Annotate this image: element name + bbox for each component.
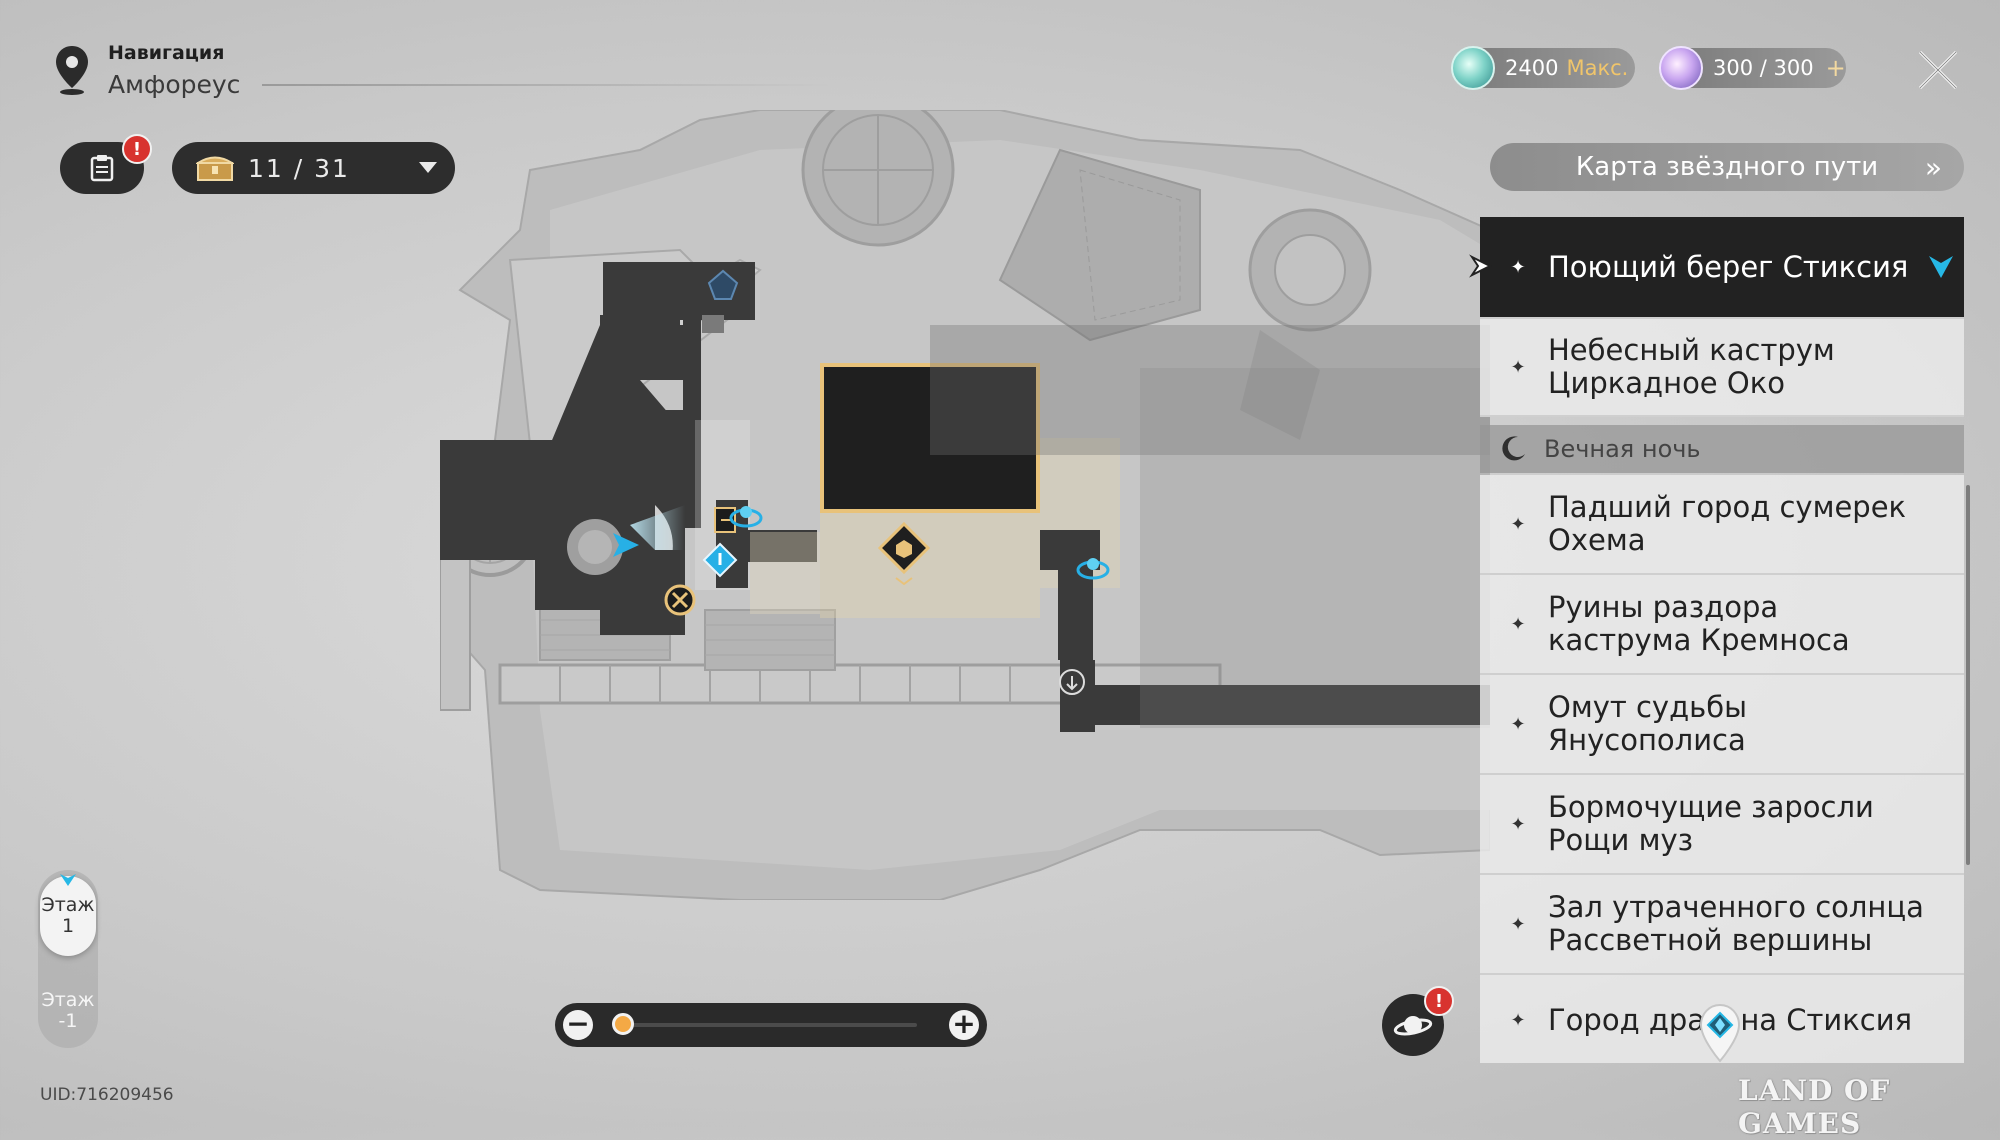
treasure-chest-icon <box>196 156 234 181</box>
sparkle-icon: ✦ <box>1510 1009 1526 1031</box>
sparkle-icon: ✦ <box>1510 913 1526 935</box>
star-rail-map-button[interactable]: Карта звёздного пути » <box>1490 143 1964 191</box>
tasks-alert-badge: ! <box>122 134 152 164</box>
zoom-in-button[interactable]: + <box>949 1010 979 1040</box>
trailblaze-fuel-counter[interactable]: 2400 Макс. <box>1451 46 1635 90</box>
trailblaze-power-counter[interactable]: 300 / 300 + <box>1659 46 1846 90</box>
fuel-value: 2400 <box>1505 56 1559 80</box>
region-item-circadian-eye[interactable]: ✦ Небесный каструм Циркадное Око <box>1480 319 1964 417</box>
region-group-header: Вечная ночь <box>1480 425 1964 473</box>
floor-word: Этаж <box>41 989 95 1011</box>
chest-count-value: 11 / 31 <box>248 153 350 183</box>
clipboard-icon <box>90 155 114 182</box>
region-item-okhema[interactable]: ✦ Падший город сумерек Охема <box>1480 475 1964 575</box>
star-rail-map-label: Карта звёздного пути <box>1575 152 1879 182</box>
region-item-dawn-summit[interactable]: ✦ Зал утраченного солнца Рассветной верш… <box>1480 875 1964 975</box>
chevron-down-icon[interactable] <box>419 162 437 173</box>
treasure-chest-counter[interactable]: 11 / 31 <box>172 142 455 194</box>
fuel-orb-icon <box>1451 46 1495 90</box>
watermark-logo: LAND OF GAMES <box>1738 1074 1891 1140</box>
sparkle-icon: ✦ <box>1510 713 1526 735</box>
floor-word: Этаж <box>41 894 95 916</box>
region-list-scrollbar[interactable] <box>1966 485 1970 865</box>
sparkle-icon: ✦ <box>1510 813 1526 835</box>
region-label: Бормочущие заросли Рощи муз <box>1548 790 1874 857</box>
floor-1-button[interactable]: Этаж 1 <box>40 876 96 956</box>
sparkle-icon: ✦ <box>1510 256 1526 278</box>
floor-number: -1 <box>58 1010 78 1032</box>
region-label: Поющий берег Стиксия <box>1548 249 1909 284</box>
navigation-label: Навигация <box>108 42 225 64</box>
region-label: Зал утраченного солнца Рассветной вершин… <box>1548 890 1924 957</box>
region-group-label: Вечная ночь <box>1544 435 1701 463</box>
power-value: 300 / 300 <box>1713 56 1814 80</box>
power-orb-icon <box>1659 46 1703 90</box>
header-divider <box>262 84 832 86</box>
planet-alert-badge: ! <box>1424 986 1454 1016</box>
sparkle-icon: ✦ <box>1510 613 1526 635</box>
crescent-moon-icon <box>1502 436 1525 461</box>
zoom-slider-track[interactable] <box>617 1023 917 1027</box>
zoom-control: − + <box>555 1003 987 1047</box>
world-map[interactable] <box>440 110 1490 900</box>
region-label: Небесный каструм Циркадное Око <box>1548 333 1835 400</box>
region-item-styxia-singing-shore[interactable]: ✦ Поющий берег Стиксия <box>1480 217 1964 319</box>
floor-minus-1-button[interactable]: Этаж -1 <box>40 978 96 1044</box>
zoom-out-button[interactable]: − <box>563 1010 593 1040</box>
current-floor-marker-icon <box>60 874 76 886</box>
region-label: Омут судьбы Янусополиса <box>1548 690 1748 757</box>
player-uid: UID:716209456 <box>40 1085 174 1105</box>
map-pin-icon <box>56 46 88 95</box>
sparkle-icon: ✦ <box>1510 513 1526 535</box>
sparkle-icon: ✦ <box>1510 356 1526 378</box>
region-item-janusopolis[interactable]: ✦ Омут судьбы Янусополиса <box>1480 675 1964 775</box>
selected-arrow-icon <box>1469 254 1493 278</box>
region-label: Падший город сумерек Охема <box>1548 490 1907 557</box>
zoom-slider-handle[interactable] <box>612 1013 634 1035</box>
region-label: Руины раздора каструма Кремноса <box>1548 590 1850 657</box>
region-item-kremnos[interactable]: ✦ Руины раздора каструма Кремноса <box>1480 575 1964 675</box>
current-world-name: Амфореус <box>108 70 241 99</box>
fuel-max-label: Макс. <box>1566 56 1629 80</box>
floor-number: 1 <box>61 915 75 937</box>
add-power-button[interactable]: + <box>1825 54 1846 82</box>
waypoint-pin-icon <box>1699 1003 1741 1063</box>
region-item-grove-of-muses[interactable]: ✦ Бормочущие заросли Рощи муз <box>1480 775 1964 875</box>
planet-icon <box>1393 1016 1433 1036</box>
current-location-marker-icon <box>1929 256 1953 278</box>
double-chevron-right-icon: » <box>1924 151 1942 184</box>
region-list[interactable]: ✦ Поющий берег Стиксия ✦ Небесный кастру… <box>1480 217 1964 1063</box>
close-icon[interactable] <box>1912 44 1964 96</box>
